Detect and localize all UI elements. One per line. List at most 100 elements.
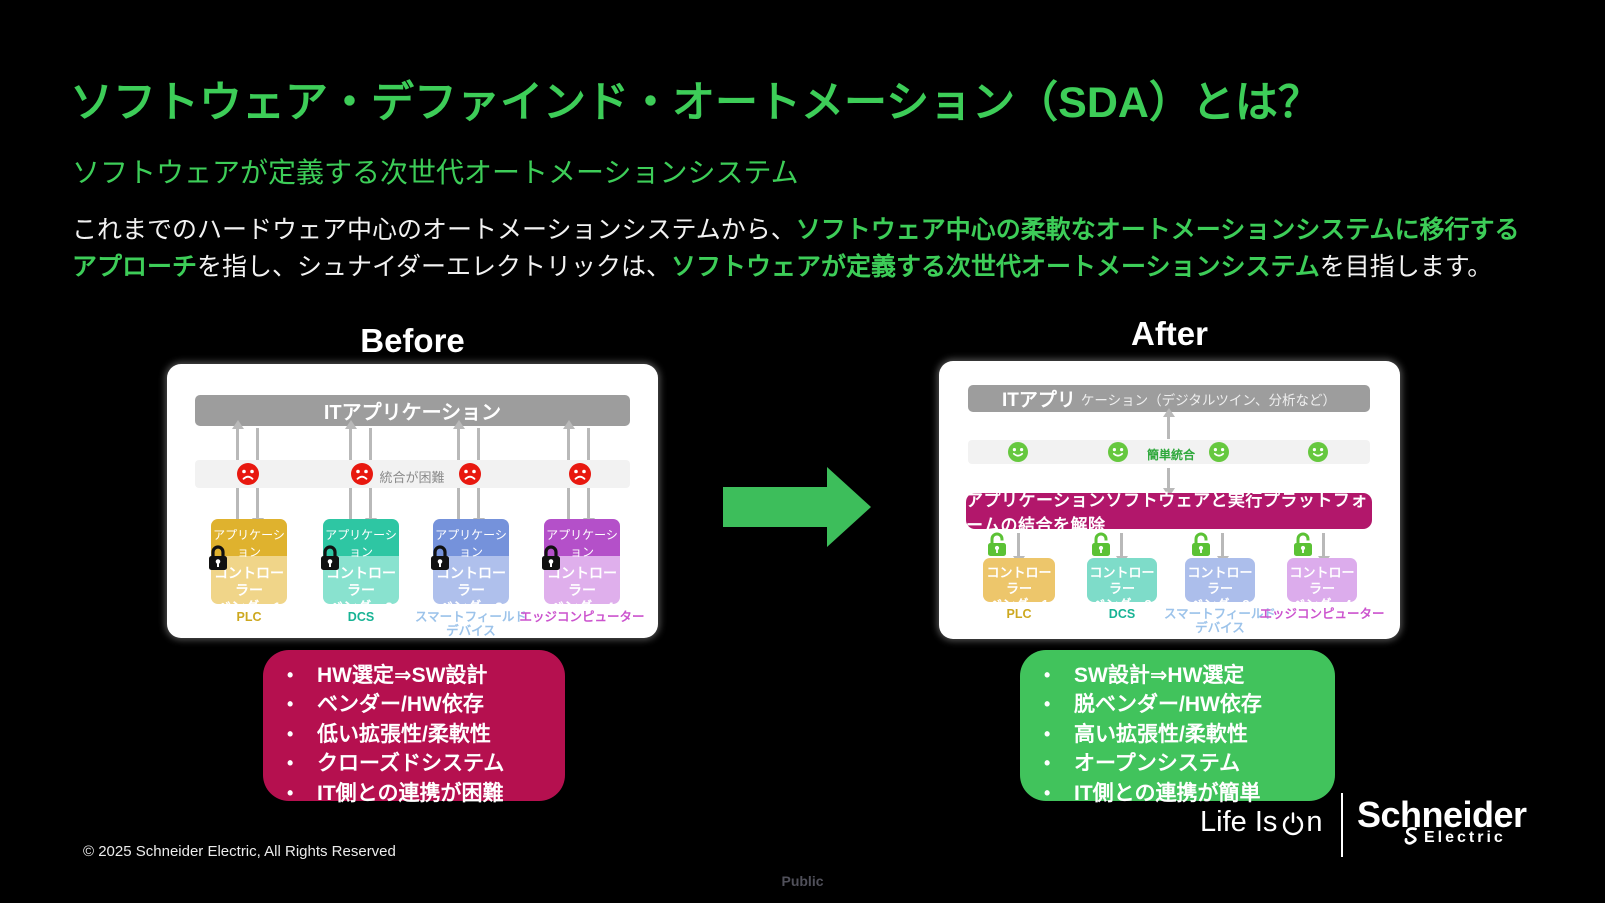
life-is-on-tagline: Life Is n	[1200, 806, 1323, 839]
list-item: •SW設計⇒HW選定	[1044, 661, 1335, 690]
smiley-face-icon	[1308, 442, 1328, 462]
integration-strip	[968, 440, 1370, 464]
list-item: •IT側との連携が簡単	[1044, 779, 1335, 808]
cons-list-box: •HW選定⇒SW設計 •ベンダー/HW依存 •低い拡張性/柔軟性 •クローズドシ…	[263, 650, 565, 805]
device-type-label: DCS	[347, 610, 375, 624]
bullet-icon: •	[287, 665, 294, 685]
it-bar-bold-text: ITアプリ	[1001, 390, 1076, 411]
vendor-name: コントローラー	[214, 565, 284, 598]
device-type-label: エッジコンピューター	[519, 610, 645, 624]
page-subtitle: ソフトウェアが定義する次世代オートメーションシステム	[72, 157, 799, 188]
copyright-text: © 2025 Schneider Electric, All Rights Re…	[83, 843, 396, 860]
lock-closed-icon	[321, 545, 339, 570]
vendor-name: ベンダー2	[329, 599, 393, 604]
intro-seg4: を指し、シュナイダーエレクトリックは、	[197, 253, 672, 281]
sad-face-icon	[237, 463, 259, 485]
flow-arrow-down-icon	[1317, 533, 1330, 565]
flow-line	[256, 428, 259, 460]
schneider-logo: Schneider Electric	[1357, 797, 1527, 850]
lock-open-icon	[1192, 532, 1210, 556]
device-type-label: PLC	[236, 610, 262, 624]
flow-arrow-up-icon	[231, 420, 244, 460]
bullet-icon: •	[1044, 723, 1051, 744]
vendor-box-1: コントローラーベンダー1	[983, 558, 1055, 612]
flow-arrow-down-icon	[364, 488, 377, 527]
vendor-box-3: コントローラーベンダー3	[1185, 558, 1255, 612]
device-type-label: DCS	[1108, 607, 1136, 621]
device-type-label: エッジコンピューター	[1259, 607, 1385, 621]
flow-arrow-down-icon	[472, 488, 485, 527]
flow-arrow-up-icon	[452, 420, 465, 460]
after-strip-label: 簡単統合	[1146, 448, 1195, 462]
bullet-icon: •	[287, 753, 294, 774]
lock-open-icon	[1092, 532, 1110, 556]
vendor-name: コントローラー	[547, 565, 617, 598]
device-type-label: スマートフィールドデバイス	[415, 610, 527, 638]
before-heading: Before	[360, 322, 465, 359]
intro-seg6: を目指します。	[1319, 253, 1493, 281]
vendor-name: コントローラー	[326, 565, 396, 598]
bullet-icon: •	[287, 723, 294, 744]
bullet-icon: •	[1044, 665, 1051, 685]
device-type-label: PLC	[1006, 607, 1032, 621]
logo-divider	[1341, 793, 1343, 857]
flow-line	[457, 488, 460, 519]
after-card: ITアプリ ケーション（デジタルツイン、分析など） 簡単統合 アプリケーションソ…	[939, 361, 1400, 639]
bullet-icon: •	[1044, 782, 1051, 803]
after-it-applications-bar: ITアプリ ケーション（デジタルツイン、分析など）	[968, 385, 1370, 412]
transition-arrow-head-icon	[827, 467, 871, 547]
it-bar-rest-text: ケーション（デジタルツイン、分析など）	[1080, 392, 1337, 408]
intro-paragraph: これまでのハードウェア中心のオートメーションシステムから、ソフトウェア中心の柔軟…	[72, 212, 1542, 286]
bullet-icon: •	[1044, 753, 1051, 774]
brand-sub: Electric	[1424, 829, 1506, 846]
page-title: ソフトウェア・デファインド・オートメーション（SDA）とは？	[70, 79, 1321, 127]
intro-seg1: これまでのハードウェア中心のオートメーションシステムから、	[72, 216, 796, 244]
flow-arrow-up-icon	[562, 420, 575, 460]
brand-name: Schneider	[1357, 794, 1527, 835]
flow-arrow-up-icon	[1162, 408, 1175, 439]
vendor-box-2: コントローラーベンダー2	[1087, 558, 1157, 612]
list-item: •クローズドシステム	[287, 749, 565, 778]
intro-seg3: アプローチ	[72, 253, 198, 281]
flow-line	[567, 488, 570, 519]
lock-closed-icon	[431, 545, 449, 570]
intro-seg2: ソフトウェア中心の柔軟なオートメーションシステムに移行する	[795, 216, 1520, 244]
smiley-face-icon	[1008, 442, 1028, 462]
tagline-text: n	[1306, 806, 1323, 838]
intro-seg5: ソフトウェアが定義する次世代オートメーションシステム	[671, 253, 1320, 281]
list-item: •脱ベンダー/HW依存	[1044, 690, 1335, 719]
lock-closed-icon	[209, 545, 227, 570]
vendor-name: ベンダー4	[550, 599, 614, 604]
decouple-bar: アプリケーションソフトウェアと実行プラットフォームの結合を解除	[966, 491, 1372, 535]
flow-line	[477, 428, 480, 460]
bullet-icon: •	[287, 782, 294, 803]
sad-face-icon	[569, 463, 591, 485]
list-item: •HW選定⇒SW設計	[287, 661, 565, 690]
smiley-face-icon	[1108, 442, 1128, 462]
se-monogram-icon	[1404, 827, 1417, 845]
transition-arrow-icon	[723, 487, 827, 527]
bullet-icon: •	[287, 694, 294, 715]
power-icon	[1283, 811, 1304, 835]
flow-line	[349, 488, 352, 519]
flow-arrow-down-icon	[1216, 533, 1229, 565]
before-strip-label: 統合が困難	[379, 470, 445, 485]
smiley-face-icon	[1209, 442, 1229, 462]
lock-open-icon	[1294, 532, 1312, 556]
flow-arrow-up-icon	[344, 420, 357, 460]
vendor-name: コントローラー	[436, 565, 506, 598]
before-it-applications-bar: ITアプリケーション	[195, 395, 630, 426]
sad-face-icon	[459, 463, 481, 485]
flow-arrow-down-icon	[1162, 468, 1175, 497]
flow-arrow-down-icon	[251, 488, 264, 527]
after-heading: After	[1130, 315, 1208, 352]
vendor-box-4: コントローラーベンダー4	[1287, 558, 1357, 612]
sad-face-icon	[351, 463, 373, 485]
flow-line	[369, 428, 372, 460]
vendor-name: ベンダー1	[217, 599, 281, 604]
flow-line	[236, 488, 239, 519]
tagline-text: Life Is	[1200, 806, 1278, 838]
classification-label: Public	[781, 873, 824, 889]
